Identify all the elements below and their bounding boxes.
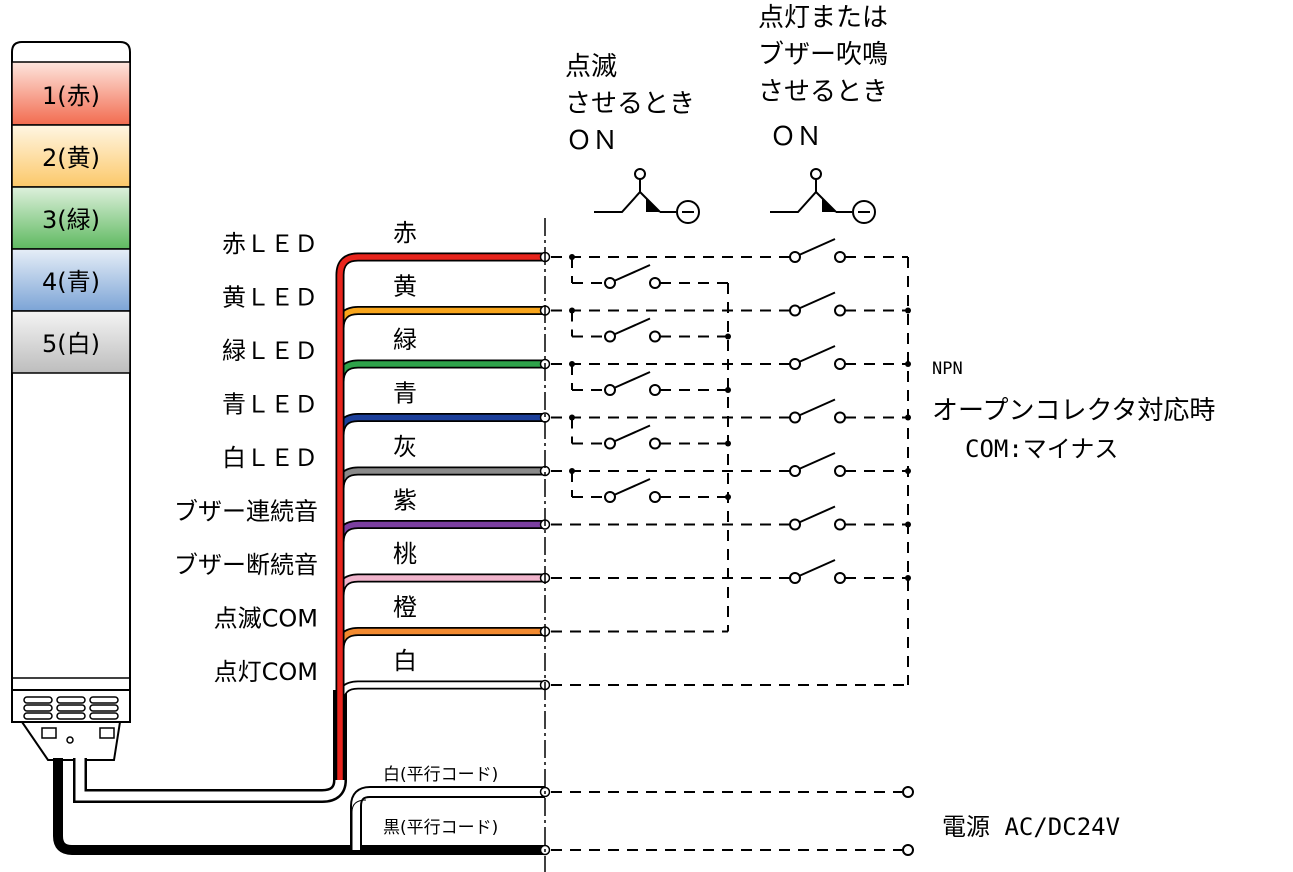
tier-2-label: 2(黄) — [42, 144, 100, 172]
flash-header-line-2: させるとき — [565, 89, 695, 119]
wire-7 — [337, 575, 545, 780]
tier-4-label: 4(青) — [42, 268, 100, 296]
npn-note: NPN オープンコレクタ対応時 COM:マイナス — [932, 359, 1215, 463]
white-power-cord-label: 白(平行コード) — [383, 765, 498, 785]
signal-tower: 1(赤) 2(黄) 3(緑) 4(青) 5(白) — [11, 41, 131, 761]
tower-base — [20, 721, 122, 761]
flash-header: 点滅 させるとき ＯＮ — [565, 52, 695, 156]
function-label: 赤ＬＥＤ — [222, 230, 318, 258]
flash-header-line-1: 点滅 — [565, 52, 617, 82]
wire-color-label: 黄 — [393, 273, 417, 301]
tier-2 — [11, 124, 131, 188]
wire-color-label: 青 — [393, 380, 417, 408]
light-header-line-1: 点灯または — [758, 3, 888, 33]
function-label: ブザー連続音 — [174, 498, 318, 526]
tier-1-label: 1(赤) — [42, 82, 100, 110]
buzzer-vents — [23, 696, 119, 720]
wire-color-label: 橙 — [393, 594, 417, 622]
com-minus-label: COM:マイナス — [965, 435, 1118, 463]
function-label: 点灯COM — [214, 658, 318, 686]
open-collector-label: オープンコレクタ対応時 — [932, 396, 1215, 426]
tier-5-label: 5(白) — [42, 330, 100, 358]
transistor-flash-symbol — [594, 168, 700, 224]
wire-color-label: 赤 — [393, 219, 417, 247]
wire-6 — [337, 521, 545, 780]
power-label: 電源 AC/DC24V — [942, 813, 1120, 841]
switch-network — [551, 238, 914, 856]
tier-3-label: 3(緑) — [42, 206, 100, 234]
tier-5 — [11, 310, 131, 374]
wire-5 — [337, 468, 545, 780]
flash-header-line-3: ＯＮ — [566, 126, 618, 156]
wire-1 — [337, 254, 545, 780]
npn-label: NPN — [932, 359, 963, 379]
wire-color-label: 灰 — [393, 433, 417, 461]
light-header-line-2: ブザー吹鳴 — [758, 40, 888, 70]
wire-8 — [337, 628, 545, 780]
function-label: 白ＬＥＤ — [222, 444, 318, 472]
wire-color-label: 白 — [393, 647, 417, 675]
wire-color-label: 紫 — [393, 487, 417, 515]
black-power-cord-label: 黒(平行コード) — [383, 818, 498, 838]
power-cable-black — [53, 758, 545, 855]
wire-group — [335, 251, 551, 856]
function-label: 点滅COM — [214, 605, 318, 633]
tier-1 — [11, 61, 131, 126]
tier-3 — [11, 186, 131, 250]
wire-color-label: 緑 — [393, 326, 417, 354]
wire-3 — [337, 361, 545, 780]
function-label: 緑ＬＥＤ — [222, 337, 318, 365]
light-header: 点灯または ブザー吹鳴 させるとき ＯＮ — [758, 3, 888, 152]
tier-4 — [11, 248, 131, 312]
light-header-line-4: ＯＮ — [770, 122, 822, 152]
transistor-light-symbol — [770, 168, 876, 224]
wire-2 — [337, 307, 545, 780]
light-header-line-3: させるとき — [758, 77, 888, 107]
function-label: ブザー断続音 — [174, 551, 318, 579]
function-label: 青ＬＥＤ — [222, 391, 318, 419]
wire-color-label: 桃 — [393, 540, 417, 568]
cable-bundle — [73, 690, 347, 803]
function-label: 黄ＬＥＤ — [222, 284, 318, 312]
